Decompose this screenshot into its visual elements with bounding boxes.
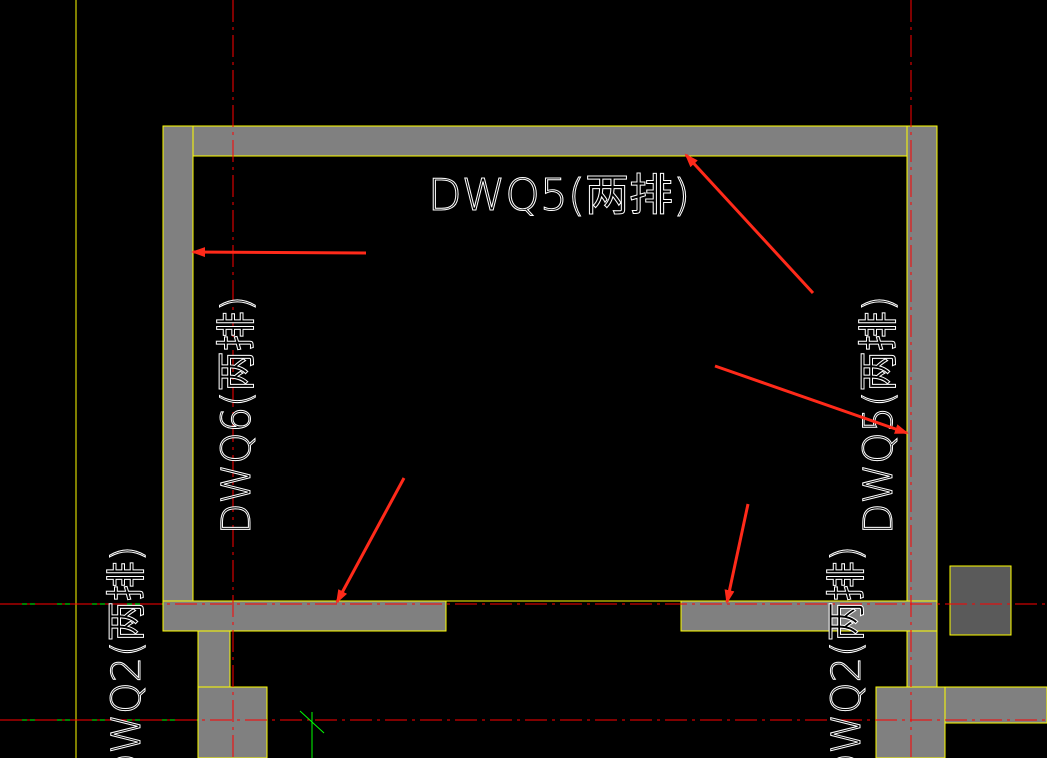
- wall-right[interactable]: [906, 125, 938, 632]
- annotation-arrow-icon: [724, 503, 750, 604]
- room-interior: [192, 155, 908, 602]
- annotation-arrow-icon: [191, 247, 367, 258]
- wall-left[interactable]: [162, 125, 194, 632]
- wall-bottom-left-cap: [162, 600, 447, 632]
- label-bottom-left-wall[interactable]: DWQ2(两排): [104, 545, 151, 758]
- annotation-arrows: [191, 153, 909, 604]
- column-right-dark[interactable]: [949, 565, 1012, 636]
- walls: [162, 125, 1047, 758]
- label-top-wall[interactable]: DWQ5(两排): [427, 170, 690, 222]
- wall-stub-left[interactable]: [197, 630, 231, 690]
- annotation-arrow-icon: [335, 477, 406, 604]
- annotation-arrow-icon: [684, 153, 815, 295]
- label-right-wall[interactable]: DWQ5(两排): [856, 295, 903, 535]
- label-left-wall[interactable]: DWQ6(两排): [214, 295, 261, 535]
- label-bottom-right-wall[interactable]: DWQ2(两排): [824, 545, 871, 758]
- wall-stub-right[interactable]: [906, 630, 938, 690]
- wall-bottom-right-cap: [680, 600, 938, 632]
- annotation-arrow-icon: [714, 364, 909, 435]
- wall-bottom-right-extension[interactable]: [944, 686, 1047, 724]
- wall-top[interactable]: [162, 125, 938, 157]
- ucs-crosshair-icon: [299, 710, 325, 758]
